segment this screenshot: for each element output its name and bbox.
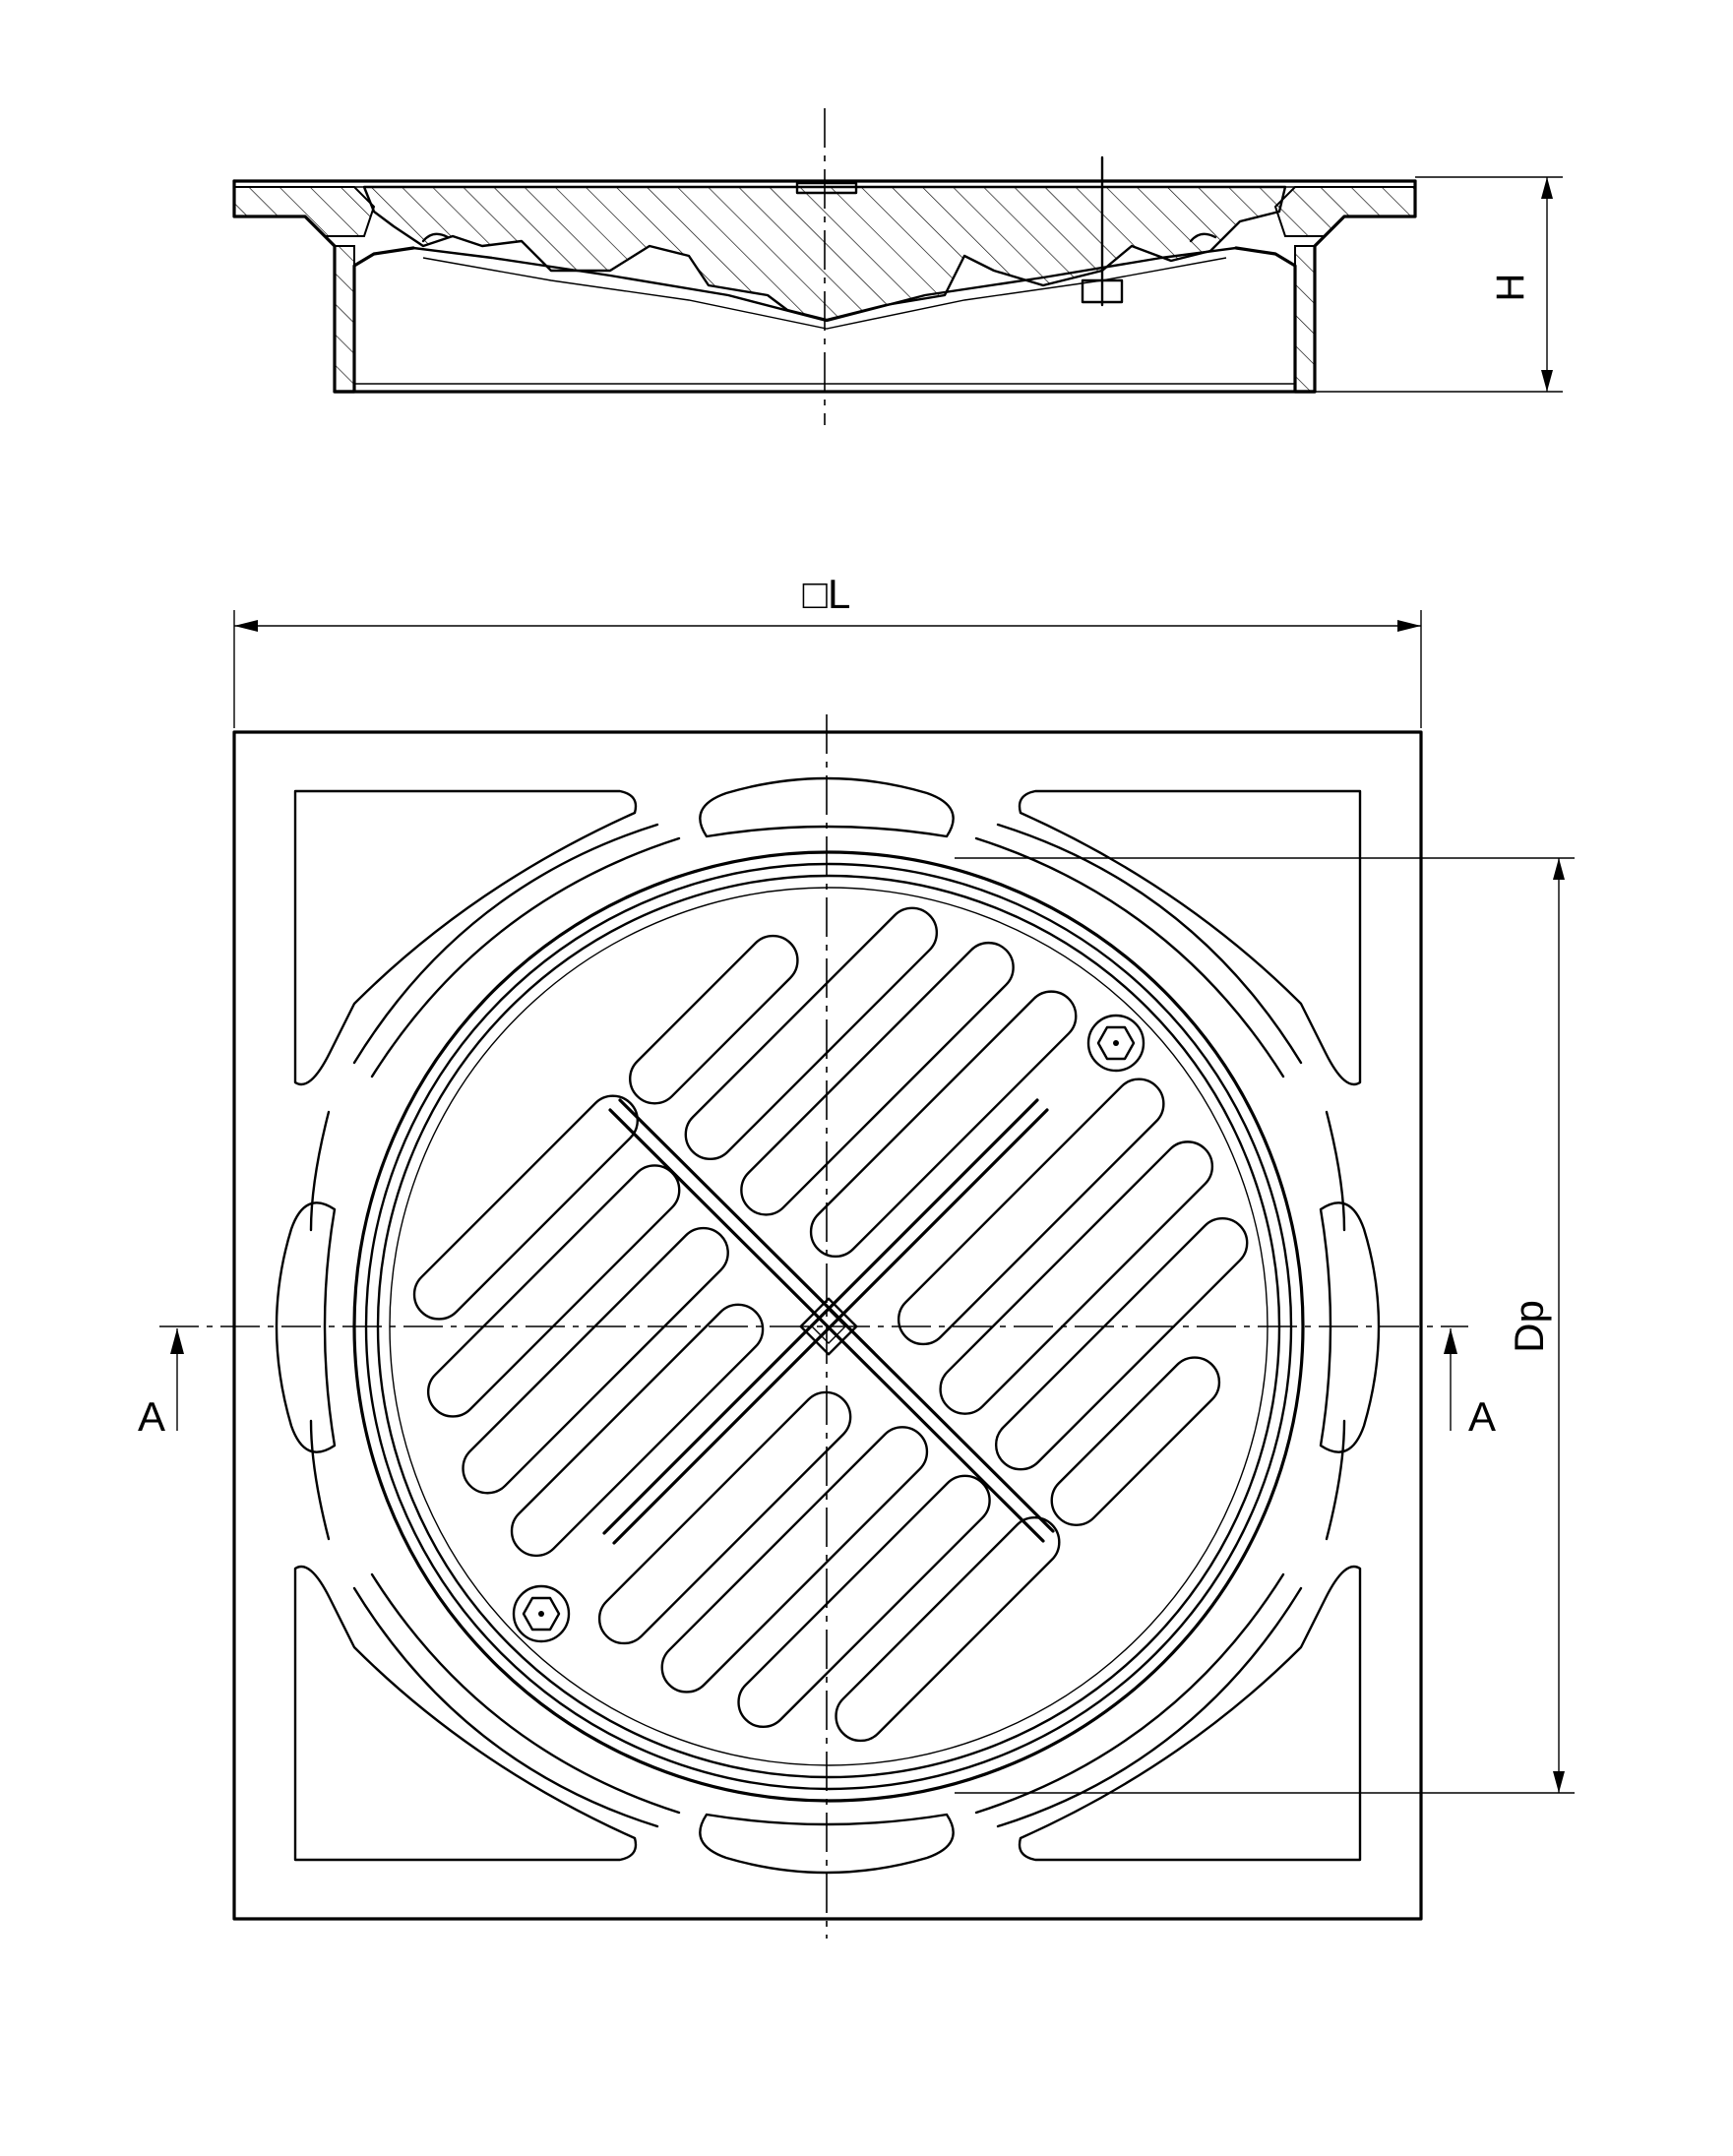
section-left-label: A: [138, 1393, 165, 1440]
plan-view: □L: [138, 571, 1575, 1939]
width-label: □L: [803, 571, 851, 617]
side-pocket-top: [699, 776, 955, 838]
section-marker-right: A: [1444, 1328, 1496, 1440]
side-pocket-left: [275, 1201, 337, 1453]
side-pocket-bottom: [699, 1813, 955, 1875]
corner-pocket-bottom-left: [293, 1565, 638, 1862]
dimension-l: □L: [233, 571, 1422, 728]
section-marker-left: A: [138, 1328, 184, 1440]
center-logo: [799, 1297, 858, 1356]
corner-pocket-top-right: [1018, 789, 1362, 1086]
corner-pocket-top-left: [293, 789, 638, 1086]
side-pocket-right: [1319, 1201, 1381, 1453]
dimension-dp: Dp: [955, 857, 1575, 1794]
height-label: H: [1489, 274, 1532, 302]
corner-pocket-bottom-right: [1018, 1565, 1362, 1862]
bolt-top-right: [1086, 1014, 1145, 1073]
arc-slots: [309, 823, 1346, 1828]
dimension-h: H: [1315, 176, 1563, 393]
bolt-bottom-left: [512, 1584, 571, 1643]
section-right-label: A: [1468, 1393, 1496, 1440]
outer-frame: [232, 730, 1423, 1921]
grating-slots: [412, 906, 1249, 1743]
diameter-label: Dp: [1506, 1300, 1552, 1353]
section-view: H: [232, 108, 1563, 425]
